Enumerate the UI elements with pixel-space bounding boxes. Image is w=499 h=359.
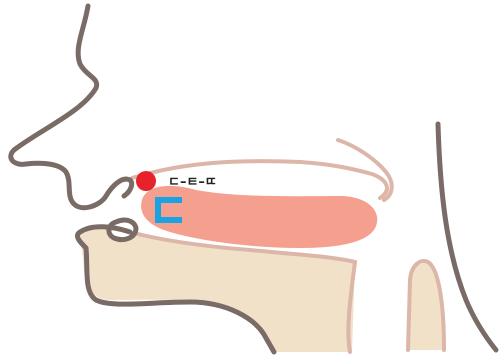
consonant-marker-text: ㄷ [0,0,1,1]
face-profile [11,6,132,208]
tongue [141,186,377,248]
velum-outline [338,140,392,200]
consonant-sequence-label: ㄷ–ㅌ–ㄸ [168,175,217,190]
articulation-point-dot [136,171,156,191]
epiglottis [408,261,444,350]
throat-back-wall [438,124,496,350]
